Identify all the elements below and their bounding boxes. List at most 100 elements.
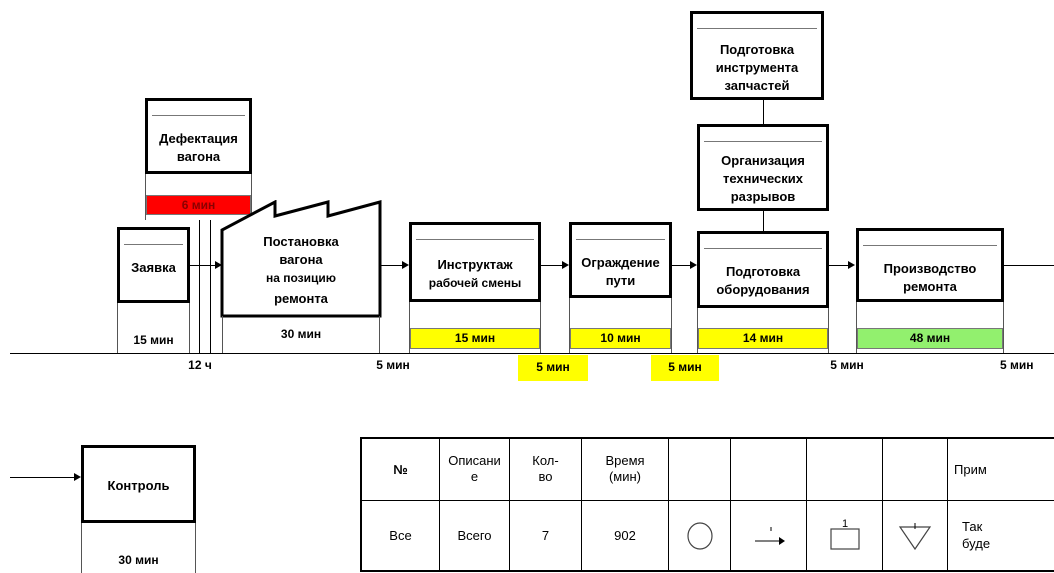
box-header-line xyxy=(416,239,534,240)
cell-note: Так буде xyxy=(947,499,1054,572)
connector-line xyxy=(763,100,764,124)
time-bar-proizvodstvo: 48 мин xyxy=(857,328,1003,349)
process-box-ograzhdenie: Ограждение пути xyxy=(569,222,672,298)
flow-arrowhead xyxy=(562,261,569,269)
time-bar-instruktazh: 15 мин xyxy=(410,328,540,349)
process-label-line1: Производство xyxy=(883,261,977,276)
box-header-line xyxy=(124,244,183,245)
wait-bar-5min-c: 5 мин xyxy=(651,355,719,381)
wait-label-5min-e: 5 мин xyxy=(1000,358,1034,372)
header-icon-col-2 xyxy=(730,437,807,501)
process-label-line2: рабочей смены xyxy=(428,276,522,290)
flow-arrow-line xyxy=(672,265,692,266)
flow-arrow-line xyxy=(829,265,849,266)
cell-operation-icon xyxy=(668,499,731,572)
flow-arrowhead xyxy=(690,261,697,269)
process-box-podgotovka-oborudovaniya: Подготовка оборудования xyxy=(697,231,829,308)
time-label-postanovka: 30 мин xyxy=(280,327,322,341)
time-bar-podgotovka-oborudovaniya: 14 мин xyxy=(698,328,828,349)
wait-label-5min-d: 5 мин xyxy=(830,358,864,372)
note-line2: буде xyxy=(962,536,991,552)
wait-bar-5min-b: 5 мин xyxy=(518,355,588,381)
time-cell-postanovka xyxy=(222,316,380,353)
process-label-line1: Дефектация xyxy=(159,131,238,146)
process-label-line1: Подготовка xyxy=(725,264,801,279)
flow-arrow-line xyxy=(381,265,403,266)
cell-desc: Всего xyxy=(439,499,510,572)
header-icon-col-1 xyxy=(668,437,731,501)
header-desc-line2: е xyxy=(470,469,479,485)
connector-line xyxy=(763,211,764,231)
header-desc: Описани е xyxy=(439,437,510,501)
process-box-podgotovka-instrumenta: Подготовка инструмента запчастей xyxy=(690,11,824,100)
time-cell-defektatsiya xyxy=(145,174,252,220)
process-box-proizvodstvo: Производство ремонта xyxy=(856,228,1004,302)
flow-arrow-line xyxy=(10,477,75,478)
table-header-row: № Описани е Кол- во Время (мин) Прим xyxy=(360,437,1054,501)
process-label-line2: вагона xyxy=(176,149,221,164)
cell-num: Все xyxy=(360,499,440,572)
process-label-line2: технических xyxy=(722,171,804,186)
flow-arrow-line xyxy=(541,265,563,266)
process-label-line3: запчастей xyxy=(724,78,790,93)
time-cell-kontrol xyxy=(81,523,196,573)
transport-arrow-icon xyxy=(754,526,785,545)
header-qty: Кол- во xyxy=(509,437,582,501)
operation-circle-icon xyxy=(686,522,713,550)
storage-triangle-icon xyxy=(898,522,932,550)
time-cell-instruktazh xyxy=(409,302,541,353)
inspection-box-number: 1 xyxy=(841,518,847,530)
process-label-line2: вагона xyxy=(279,252,323,267)
cell-storage-icon xyxy=(882,499,948,572)
header-num: № xyxy=(360,437,440,501)
box-header-line xyxy=(576,239,665,240)
process-box-organizatsiya: Организация технических разрывов xyxy=(697,124,829,211)
process-label-line2: оборудования xyxy=(716,282,810,297)
process-box-zayavka: Заявка xyxy=(117,227,190,303)
factory-shape-postanovka xyxy=(220,200,382,318)
process-label: Контроль xyxy=(107,478,170,493)
time-cell-ograzhdenie xyxy=(569,298,672,353)
process-label-line1: Постановка xyxy=(263,234,339,249)
header-qty-line2: во xyxy=(538,469,553,485)
process-label: Заявка xyxy=(131,260,176,275)
header-time-line1: Время xyxy=(605,453,645,469)
note-line1: Так xyxy=(962,519,983,535)
flow-arrowhead xyxy=(848,261,855,269)
process-label-line2: пути xyxy=(605,273,636,288)
process-label-line2: инструмента xyxy=(715,60,799,75)
box-header-line xyxy=(704,248,822,249)
process-label-line3: разрывов xyxy=(730,189,796,204)
wait-marker-line xyxy=(210,220,211,353)
flow-arrow-line xyxy=(190,265,216,266)
wait-marker-line xyxy=(199,220,200,353)
header-icon-col-3 xyxy=(806,437,883,501)
header-icon-col-4 xyxy=(882,437,948,501)
time-label-zayavka: 15 мин xyxy=(133,333,174,347)
table-row: Все Всего 7 902 1 Так буде xyxy=(360,499,1054,572)
process-label-line1: Инструктаж xyxy=(437,257,513,272)
process-box-instruktazh: Инструктаж рабочей смены xyxy=(409,222,541,302)
process-label-line2: ремонта xyxy=(903,279,957,294)
header-time-line2: (мин) xyxy=(608,469,642,485)
process-label-line3: на позицию xyxy=(265,271,337,285)
time-cell-zayavka xyxy=(117,303,190,353)
header-desc-line1: Описани xyxy=(448,453,501,469)
process-label-line1: Подготовка xyxy=(719,42,795,57)
header-qty-line1: Кол- xyxy=(532,453,559,469)
header-note: Прим xyxy=(947,437,1054,501)
cell-qty: 7 xyxy=(509,499,582,572)
process-label-line1: Ограждение xyxy=(581,255,660,270)
process-box-kontrol: Контроль xyxy=(81,445,196,523)
cell-inspection-icon: 1 xyxy=(806,499,883,572)
flow-arrowhead xyxy=(74,473,81,481)
time-cell-podgotovka-oborudovaniya xyxy=(697,308,829,353)
timeline-axis xyxy=(10,353,1054,354)
box-header-line xyxy=(697,28,817,29)
wait-label-12h: 12 ч xyxy=(188,358,212,372)
box-header-line xyxy=(152,115,245,116)
wait-label-5min-a: 5 мин xyxy=(376,358,410,372)
process-label-line1: Организация xyxy=(721,153,805,168)
flow-arrowhead xyxy=(215,261,222,269)
time-bar-defektatsiya: 6 мин xyxy=(146,195,251,215)
